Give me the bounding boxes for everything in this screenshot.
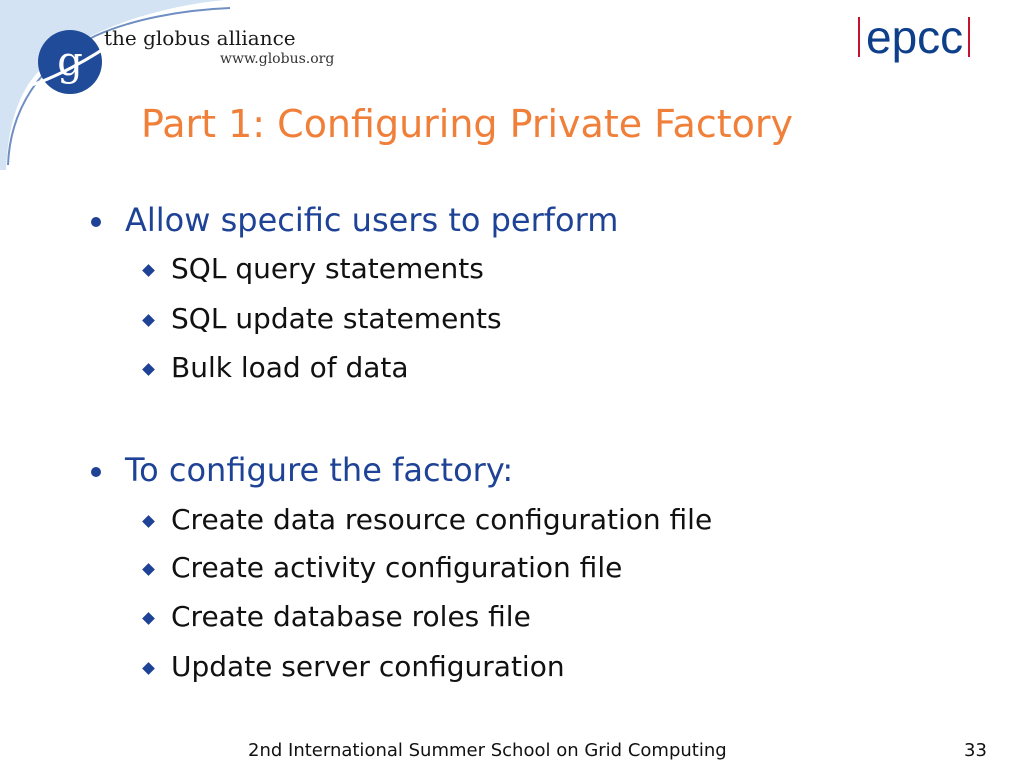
globus-circle-orbit: [27, 34, 123, 88]
sub-item-text: SQL query statements: [171, 252, 484, 285]
diamond-bullet-icon: [142, 314, 155, 327]
sub-item-text: Update server configuration: [171, 650, 565, 683]
diamond-bullet-icon: [142, 515, 155, 528]
sub-item-text: Create database roles file: [171, 600, 531, 633]
sub-item-text: Bulk load of data: [171, 351, 409, 384]
bullet-dot-icon: [91, 217, 101, 227]
diamond-bullet-icon: [142, 662, 155, 675]
sub-item-text: Create activity configuration file: [171, 551, 623, 584]
globus-g-glyph: g: [57, 39, 83, 85]
bullet-text: To configure the factory:: [125, 451, 514, 489]
globus-logo-name: the globus alliance: [104, 26, 296, 50]
globus-logo-url: www.globus.org: [220, 51, 335, 67]
globus-orbit-arc: [7, 7, 231, 166]
epcc-right-bar: [968, 17, 971, 57]
globus-swoosh-graphic: g: [0, 0, 231, 170]
epcc-left-bar: [858, 17, 860, 57]
globus-alliance-logo: g the globus alliance www.globus.org: [0, 0, 360, 170]
globus-circle-icon: [38, 30, 102, 94]
diamond-bullet-icon: [142, 363, 155, 376]
bullet-dot-icon: [91, 467, 101, 477]
diamond-bullet-icon: [142, 612, 155, 625]
slide-title: Part 1: Configuring Private Factory: [141, 102, 793, 146]
page-number: 33: [964, 740, 987, 761]
epcc-logo: epcc: [858, 11, 971, 63]
footer-text: 2nd International Summer School on Grid …: [248, 740, 727, 761]
diamond-bullet-icon: [142, 563, 155, 576]
sub-item-text: SQL update statements: [171, 302, 502, 335]
diamond-bullet-icon: [142, 264, 155, 277]
epcc-logo-text: epcc: [866, 11, 964, 63]
sub-item-text: Create data resource configuration file: [171, 503, 713, 536]
bullet-text: Allow specific users to perform: [125, 201, 619, 239]
